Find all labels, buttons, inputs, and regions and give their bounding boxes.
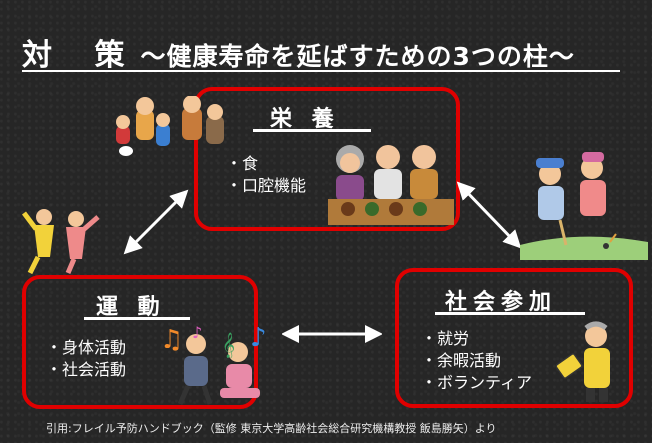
exercise-box: 運 動 身体活動 社会活動 [22,275,258,409]
list-item: 社会活動 [46,359,126,381]
title-rest: ～健康寿命を延ばすための3つの柱～ [140,42,575,71]
volunteer-guard-icon [556,321,610,402]
gateball-players-icon [520,152,648,260]
exercise-title-underline [84,317,190,320]
social-title-underline [435,312,585,315]
page-title: 対 策～健康寿命を延ばすための3つの柱～ [22,30,575,74]
elderly-eating-icon [328,145,454,225]
list-item: 口腔機能 [226,175,306,197]
svg-text:𝄞: 𝄞 [222,332,235,358]
nutrition-title: 栄 養 [270,107,340,132]
svg-text:♪: ♪ [192,323,202,342]
arrow-nutrition-exercise [123,189,189,255]
musical-notes-icon: ♫ ♪ 𝄞 ♪ [160,323,267,358]
nutrition-items: 食 口腔機能 [226,153,306,197]
nutrition-box: 栄 養 食 口腔機能 [194,87,460,231]
social-items: 就労 余暇活動 ボランティア [421,328,532,394]
list-item: 食 [226,153,306,175]
exercise-items: 身体活動 社会活動 [46,337,126,381]
title-prefix: 対 策 [22,38,141,73]
arrow-exercise-social [282,325,382,343]
list-item: 余暇活動 [421,350,532,372]
title-underline [22,70,620,72]
arrow-nutrition-social [456,181,522,249]
citation-text: 引用:フレイル予防ハンドブック（監修 東京大学高齢社会総合研究機構教授 飯島勝矢… [46,422,497,435]
family-brushing-teeth-icon [116,96,224,156]
svg-text:♪: ♪ [250,323,267,353]
exercising-women-icon [22,209,100,275]
social-participation-box: 社会参加 就労 余暇活動 ボランティア [395,268,633,408]
list-item: ボランティア [421,372,532,394]
nutrition-title-underline [253,129,371,132]
list-item: 身体活動 [46,337,126,359]
dancing-elderly-icon [177,334,260,406]
list-item: 就労 [421,328,532,350]
social-title: 社会参加 [445,290,558,315]
svg-text:♫: ♫ [160,325,183,355]
exercise-title: 運 動 [96,295,166,320]
